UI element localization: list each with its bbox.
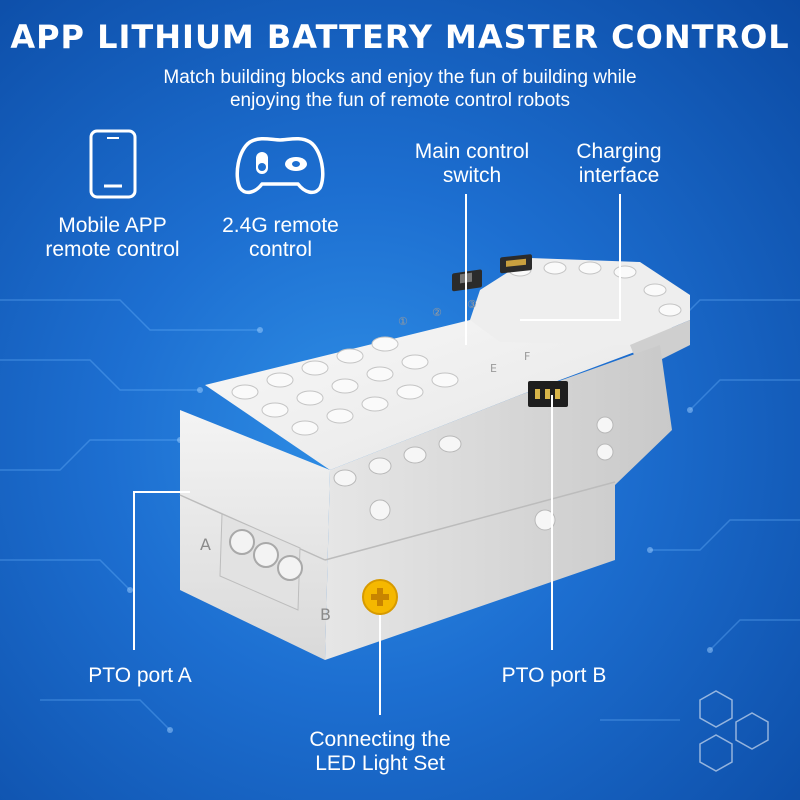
callout-lines bbox=[133, 194, 621, 715]
callout-led-light-set: Connecting the LED Light Set bbox=[309, 728, 451, 775]
line-charging bbox=[520, 194, 621, 321]
line-pto-a bbox=[133, 491, 190, 650]
lid-mark-2: ② bbox=[432, 306, 442, 319]
port-b-letter: B bbox=[320, 605, 331, 624]
lid-mark-e: E bbox=[490, 362, 497, 375]
led-port bbox=[362, 579, 398, 615]
smartphone-icon bbox=[89, 129, 137, 199]
page-title: APP LITHIUM BATTERY MASTER CONTROL bbox=[10, 18, 790, 56]
feature-remote-control: 2.4G remote control bbox=[222, 214, 339, 261]
callout-main-control-switch: Main control switch bbox=[414, 140, 530, 187]
callout-pto-port-a: PTO port A bbox=[88, 664, 192, 687]
charging-port bbox=[500, 254, 532, 274]
subtitle-line-1: Match building blocks and enjoy the fun … bbox=[163, 67, 637, 88]
subtitle: Match building blocks and enjoy the fun … bbox=[60, 66, 740, 112]
subtitle-line-2: enjoying the fun of remote control robot… bbox=[229, 90, 571, 111]
lid-mark-3: ③ bbox=[467, 298, 477, 311]
callout-pto-port-b: PTO port B bbox=[501, 664, 607, 687]
side-studs bbox=[333, 416, 614, 531]
callout-charging-interface: Charging interface bbox=[576, 140, 662, 187]
lid-mark-1: ① bbox=[398, 315, 408, 328]
lid-marks: ① ② ③ E F bbox=[398, 298, 530, 375]
pin-connector bbox=[528, 381, 568, 407]
gamepad-icon bbox=[235, 136, 325, 195]
pto-port-a: A bbox=[200, 513, 303, 611]
lid-mark-f: F bbox=[524, 350, 530, 363]
feature-mobile-app: Mobile APP remote control bbox=[45, 214, 180, 261]
port-a-letter: A bbox=[200, 535, 211, 554]
